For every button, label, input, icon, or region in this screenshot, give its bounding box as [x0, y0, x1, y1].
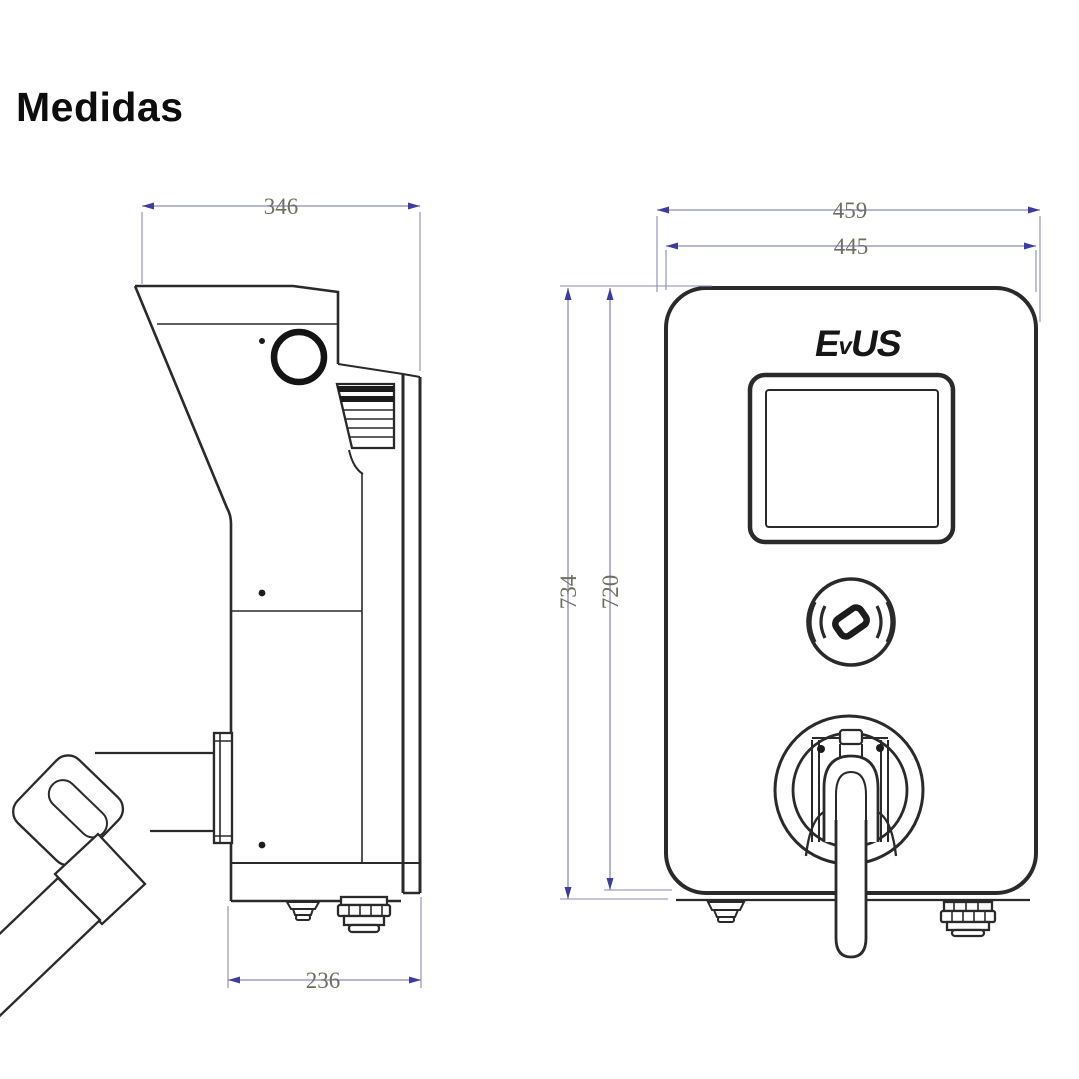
dim-front-height-outer: 734: [556, 285, 712, 900]
plug-handle-slot: [47, 779, 109, 839]
plug-socket-flange: [212, 731, 234, 845]
rfid-reader-icon: [806, 577, 896, 667]
side-view: 346 236: [0, 194, 422, 1018]
display-screen: [747, 372, 956, 545]
page-title: Medidas: [16, 84, 184, 130]
socket-latch: [838, 728, 864, 746]
brand-logo: EvUS: [812, 322, 905, 364]
dim-front-height-inner: 720: [598, 288, 672, 891]
front-view-cable: [834, 820, 868, 959]
dim-side-depth-top: 346: [141, 194, 421, 371]
side-view-screw-dots: [258, 338, 266, 849]
dim-label-236: 236: [306, 968, 341, 993]
dim-label-459: 459: [833, 198, 868, 223]
dim-front-width-outer: 459: [656, 198, 1041, 322]
side-view-outline: [133, 284, 422, 903]
dim-label-720: 720: [598, 575, 623, 610]
side-view-holster-bracket: [335, 382, 396, 475]
dim-label-445: 445: [834, 234, 869, 259]
dim-front-width-inner: 445: [665, 234, 1037, 292]
plug-cable-collar: [53, 832, 147, 926]
dim-label-346: 346: [264, 194, 299, 219]
side-view-charging-plug: [0, 731, 234, 1018]
plug-cable: [0, 876, 102, 1018]
front-view-cable-gland-small: [706, 901, 746, 923]
side-view-cap-ring: [270, 328, 328, 386]
side-view-cable-gland-small: [285, 901, 321, 921]
side-view-cable-gland-large: [336, 895, 392, 934]
svg-text:EvUS: EvUS: [812, 322, 905, 364]
dim-side-depth-bottom: 236: [227, 897, 422, 993]
front-view: EvUS: [556, 198, 1041, 959]
front-view-cable-gland-large: [939, 900, 997, 938]
dim-label-734: 734: [556, 574, 581, 609]
